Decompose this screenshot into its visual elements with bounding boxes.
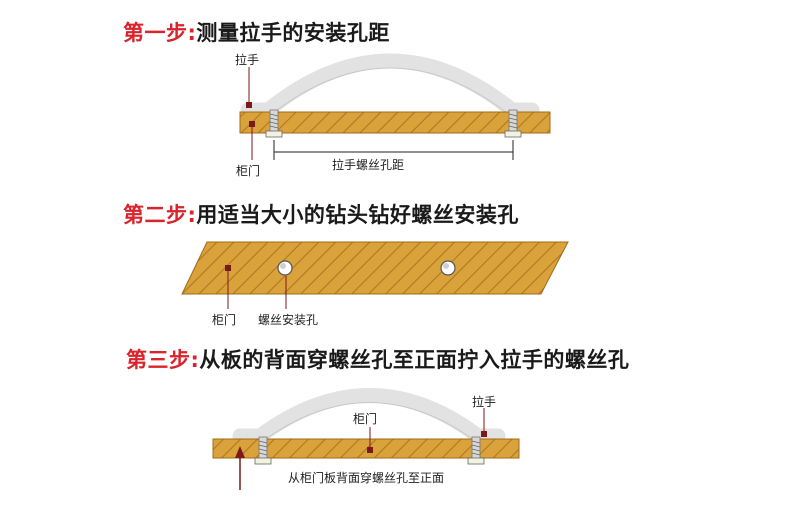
- step-3-door-plank: [212, 438, 520, 459]
- step-1-diagram: 拉手 柜门 拉手螺丝孔距: [235, 52, 551, 178]
- step-1-handle-arch: [240, 53, 540, 118]
- step-3-door-label: 柜门: [353, 411, 377, 426]
- step-3-text: 从板的背面穿螺丝孔至正面拧入拉手的螺丝孔: [199, 348, 630, 372]
- step-3-screw-right: [467, 436, 485, 465]
- step-1-distance-label: 拉手螺丝孔距: [332, 157, 404, 172]
- step-3-screw-left: [254, 436, 272, 465]
- step-2-text: 用适当大小的钻头钻好螺丝安装孔: [196, 203, 519, 227]
- step-1-label: 第一步:: [123, 21, 197, 45]
- step-2-label: 第二步:: [123, 203, 197, 227]
- step-3-title: 第三步:从板的背面穿螺丝孔至正面拧入拉手的螺丝孔: [126, 344, 629, 374]
- step-2-door-label: 柜门: [212, 312, 236, 327]
- step-1-screw-left: [265, 109, 283, 138]
- step-1-handle-label: 拉手: [235, 52, 259, 67]
- step-3-handle-arch: [232, 388, 506, 444]
- step-3-instruction-label: 从柜门板背面穿螺丝孔至正面: [288, 470, 444, 485]
- step-2-diagram: 柜门 螺丝安装孔: [181, 241, 569, 327]
- step-1-title: 第一步:测量拉手的安装孔距: [123, 17, 390, 47]
- step-1-text: 测量拉手的安装孔距: [196, 21, 390, 45]
- step-2-hole-label: 螺丝安装孔: [258, 312, 318, 327]
- step-1-door-label: 柜门: [236, 163, 260, 178]
- step-1-door-plank: [239, 111, 551, 134]
- step-2-title: 第二步:用适当大小的钻头钻好螺丝安装孔: [123, 199, 519, 229]
- step-3-label: 第三步:: [126, 348, 200, 372]
- step-2-door-plank: [181, 241, 569, 295]
- step-3-handle-label: 拉手: [472, 394, 496, 409]
- step-1-screw-right: [504, 109, 522, 138]
- step-3-diagram: 柜门 拉手 从柜门板背面穿螺丝孔至正面: [212, 388, 520, 490]
